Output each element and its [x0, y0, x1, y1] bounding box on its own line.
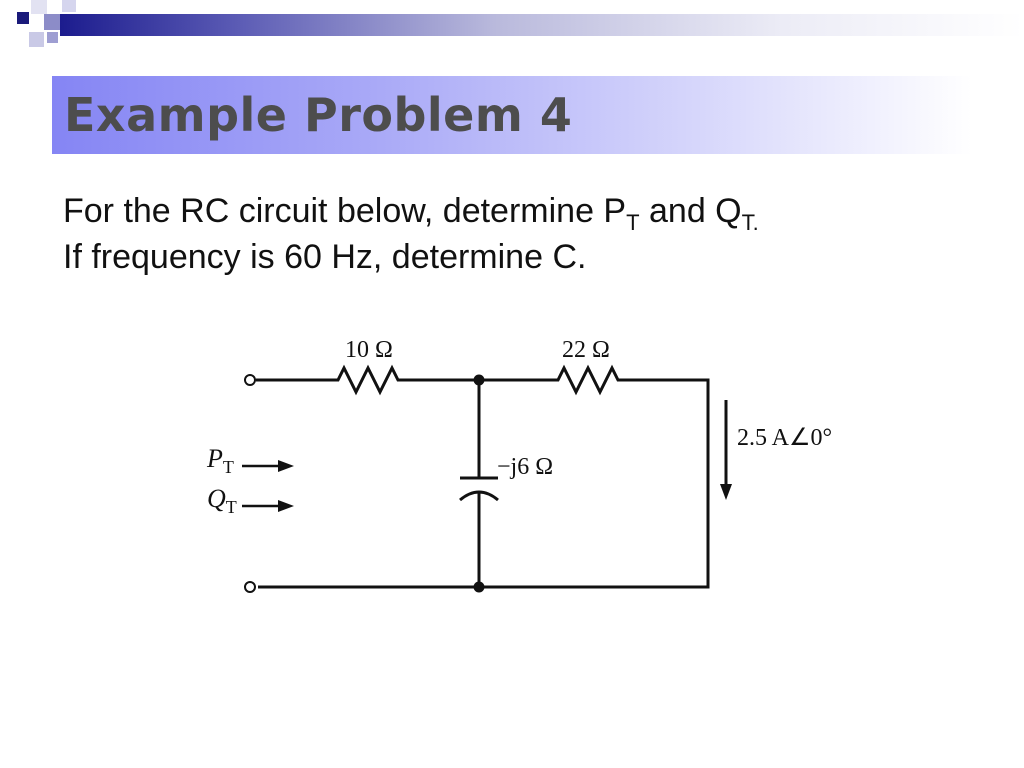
top-wire — [256, 364, 710, 589]
pt-label: PT — [206, 444, 234, 477]
problem-line-2: If frequency is 60 Hz, determine C. — [63, 238, 587, 276]
qt-arrowhead — [278, 500, 294, 512]
qt-letter: Q — [207, 484, 226, 513]
r1-label: 10 Ω — [345, 337, 393, 363]
decor-square — [44, 14, 60, 30]
r2-label: 22 Ω — [562, 337, 610, 363]
pt-letter: P — [206, 444, 223, 473]
pt-label-sub: T — [223, 457, 234, 477]
decor-square — [31, 0, 47, 14]
current-arrowhead — [720, 484, 732, 500]
qt-label-sub: T — [226, 497, 237, 517]
qt-subscript: T. — [741, 210, 759, 235]
decor-square — [62, 0, 76, 12]
decor-square — [47, 32, 58, 43]
line1-prefix: For the RC circuit below, determine P — [63, 192, 627, 230]
junction-dot-top — [473, 374, 485, 386]
capacitor-label: −j6 Ω — [497, 454, 553, 480]
decor-square — [17, 12, 29, 24]
title-bar — [52, 76, 972, 154]
line1-middle: and Q — [639, 192, 742, 230]
header-band — [60, 14, 1024, 36]
decor-square — [29, 32, 44, 47]
terminal-top — [244, 374, 256, 386]
problem-line-1: For the RC circuit below, determine PT a… — [63, 188, 759, 234]
problem-text: For the RC circuit below, determine PT a… — [63, 188, 759, 280]
terminal-bottom — [244, 581, 256, 593]
slide-title: Example Problem 4 — [64, 88, 573, 142]
current-label: 2.5 A∠0° — [737, 425, 832, 451]
pt-subscript: T — [626, 210, 640, 235]
qt-label: QT — [207, 484, 237, 517]
junction-dot-bottom — [473, 581, 485, 593]
pt-arrowhead — [278, 460, 294, 472]
